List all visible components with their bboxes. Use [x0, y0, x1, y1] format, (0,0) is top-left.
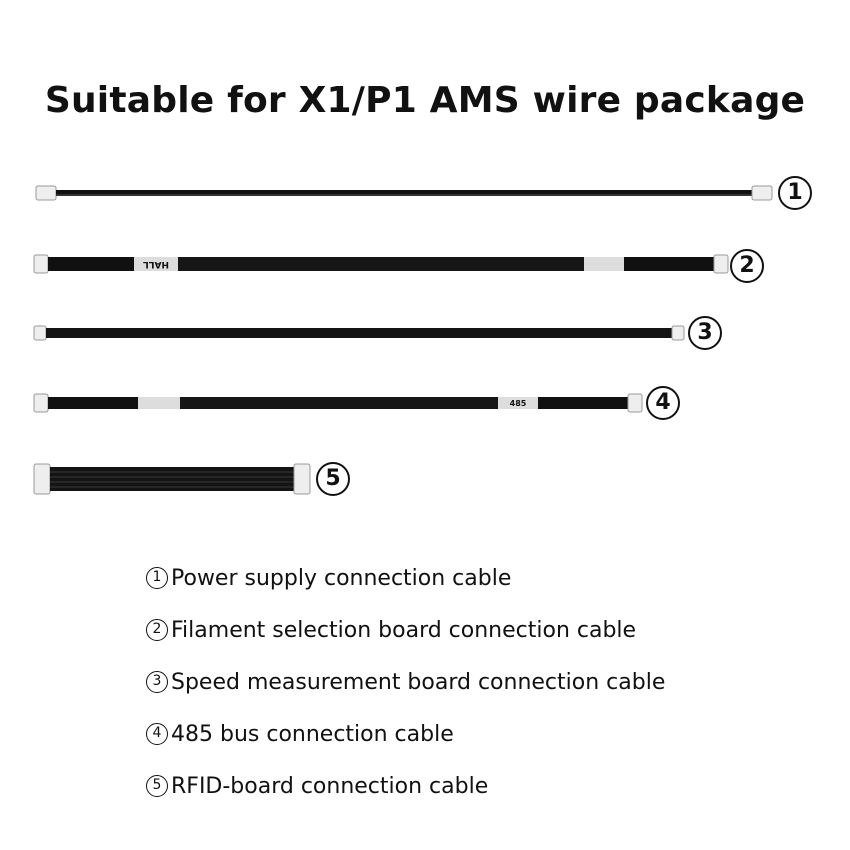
- cable-4-label-485: 485: [510, 399, 527, 408]
- cable-5-number-badge: 5: [316, 462, 350, 496]
- legend-item-speed: 3 Speed measurement board connection cab…: [146, 656, 665, 708]
- page-title: Suitable for X1/P1 AMS wire package: [44, 80, 806, 121]
- cable-2-connector-right: [713, 254, 729, 274]
- legend-item-485: 4 485 bus connection cable: [146, 708, 665, 760]
- cable-5-connector-left: [33, 463, 51, 495]
- legend-text: Speed measurement board connection cable: [171, 669, 666, 695]
- cable-2-wire-right: [624, 257, 716, 271]
- cable-4-wire-main: [180, 397, 498, 409]
- cable-1-number-badge: 1: [778, 176, 812, 210]
- legend-text: RFID-board connection cable: [171, 773, 489, 799]
- legend-item-filament: 2 Filament selection board connection ca…: [146, 604, 665, 656]
- cable-2-label-hall: HALL: [143, 259, 169, 269]
- cable-2-number-badge: 2: [730, 249, 764, 283]
- cable-3-wire: [46, 328, 674, 338]
- legend-text: Filament selection board connection cabl…: [171, 617, 637, 643]
- cable-3-connector-right: [671, 325, 685, 341]
- cable-2-sleeve-right: [584, 257, 624, 271]
- legend-marker: 1: [146, 567, 168, 589]
- legend-item-power: 1 Power supply connection cable: [146, 552, 665, 604]
- legend-marker: 2: [146, 619, 168, 641]
- legend-text: Power supply connection cable: [171, 565, 512, 591]
- cable-5-connector-right: [293, 463, 311, 495]
- cable-1-wire: [56, 190, 756, 194]
- cable-2-sleeve-hall: [134, 257, 178, 271]
- cable-4-wire-right: [538, 397, 630, 409]
- legend-text: 485 bus connection cable: [171, 721, 454, 747]
- cable-legend: 1 Power supply connection cable 2 Filame…: [146, 552, 665, 812]
- cable-3-number-badge: 3: [688, 316, 722, 350]
- cable-2-wire-left: [48, 257, 134, 271]
- cable-4-sleeve-485: [498, 397, 538, 409]
- cable-1-connector-right: [751, 185, 773, 201]
- legend-marker: 3: [146, 671, 168, 693]
- cable-4-wire-left: [48, 397, 138, 409]
- legend-item-rfid: 5 RFID-board connection cable: [146, 760, 665, 812]
- cable-4-number-badge: 4: [646, 386, 680, 420]
- cable-4-sleeve-left: [138, 397, 180, 409]
- cable-2-wire-main: [178, 257, 584, 271]
- cable-4-connector-right: [627, 393, 643, 413]
- legend-marker: 4: [146, 723, 168, 745]
- legend-marker: 5: [146, 775, 168, 797]
